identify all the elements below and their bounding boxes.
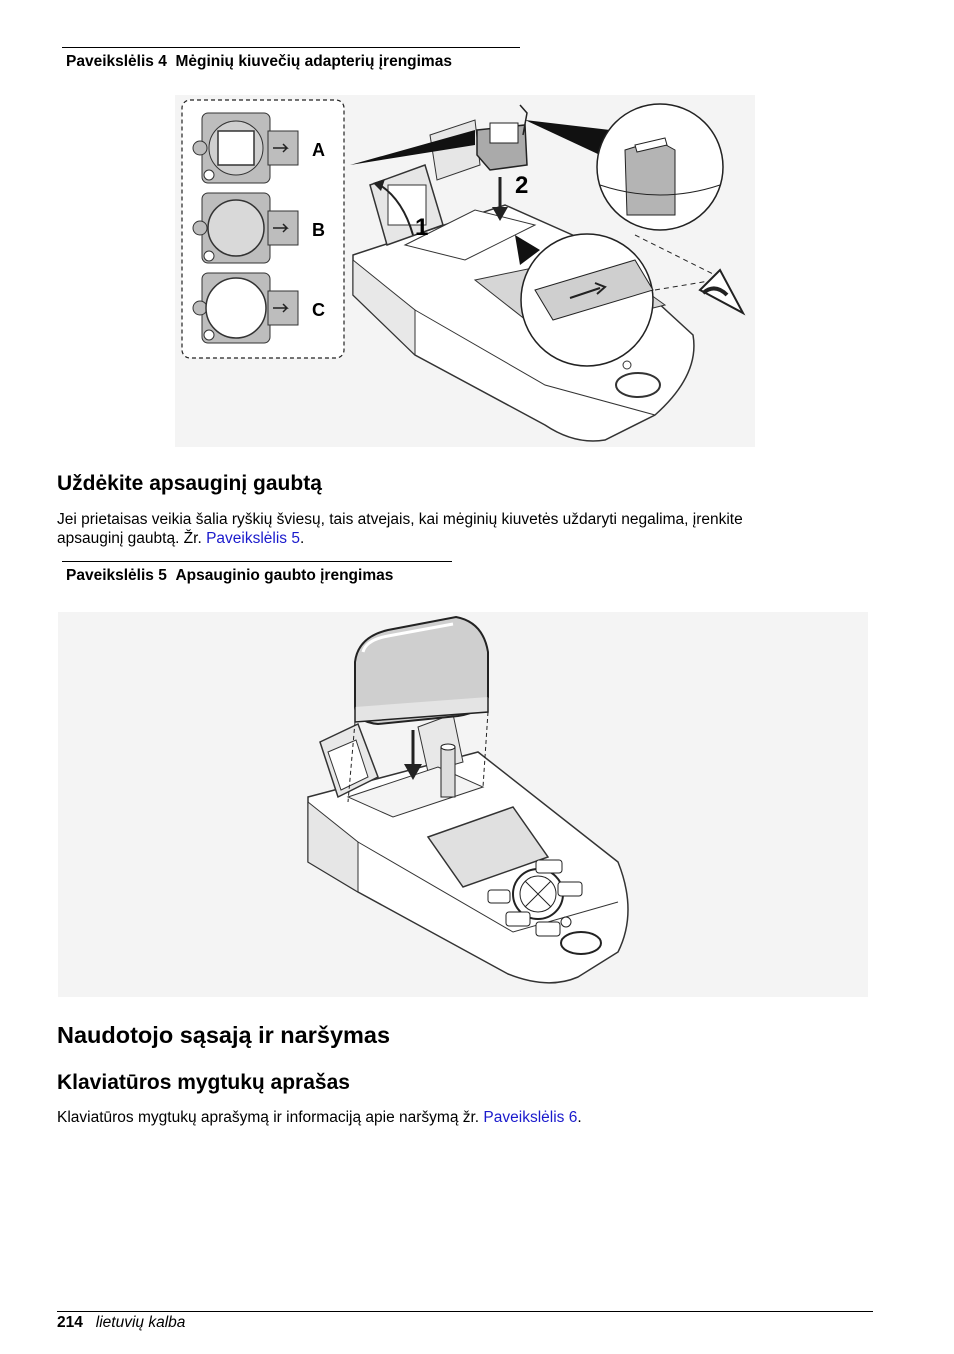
figure-6-link[interactable]: Paveikslėlis 6 <box>483 1109 578 1126</box>
label-c: C <box>312 300 325 320</box>
footer-language: lietuvių kalba <box>95 1314 186 1331</box>
figure-5-illustration <box>58 612 868 997</box>
spectrophotometer-icon <box>307 615 629 984</box>
page-footer: 214 lietuvių kalba <box>57 1314 185 1332</box>
figure-5-number: Paveikslėlis 5 <box>66 567 167 584</box>
figure-5-link[interactable]: Paveikslėlis 5 <box>206 530 300 547</box>
callout-2: 2 <box>515 172 528 199</box>
eye-icon <box>698 268 746 316</box>
figure-5-title: Apsauginio gaubto įrengimas <box>175 567 394 584</box>
section-paragraph-keypad: Klaviatūros mygtukų aprašymą ir informac… <box>57 1108 897 1127</box>
section-heading-protective-cover: Uždėkite apsauginį gaubtą <box>57 472 322 495</box>
keypad-paragraph-text: Klaviatūros mygtukų aprašymą ir informac… <box>57 1109 484 1126</box>
footer-rule <box>57 1311 873 1312</box>
paragraph-line-2-text: apsauginį gaubtą. Žr. <box>57 530 207 547</box>
keypad-paragraph-end: . <box>577 1109 582 1126</box>
label-b: B <box>312 220 325 240</box>
paragraph-line-1: Jei prietaisas veikia šalia ryškių švies… <box>57 511 743 528</box>
page-number: 214 <box>57 1314 83 1331</box>
adapter-b-icon <box>192 192 299 264</box>
callout-1: 1 <box>415 214 428 241</box>
section-paragraph-protective-cover: Jei prietaisas veikia šalia ryškių švies… <box>57 510 897 548</box>
figure-4-caption: Paveikslėlis 4 Mėginių kiuvečių adapteri… <box>66 53 452 71</box>
section-heading-keypad: Klaviatūros mygtukų aprašas <box>57 1071 350 1094</box>
adapter-c-icon <box>192 272 299 344</box>
paragraph-line-2: apsauginį gaubtą. Žr. Paveikslėlis 5. <box>57 529 897 548</box>
label-a: A <box>312 140 325 160</box>
figure-5-caption: Paveikslėlis 5 Apsauginio gaubto įrengim… <box>66 567 393 585</box>
adapter-a-icon <box>192 112 299 184</box>
caption-rule-top <box>62 47 520 48</box>
paragraph-line-2-end: . <box>299 530 305 547</box>
chapter-heading: Naudotojo sąsają ir naršymas <box>57 1022 391 1048</box>
caption-rule-top <box>62 561 452 562</box>
figure-4-illustration: A B C 2 1 <box>175 95 755 447</box>
figure-4-number: Paveikslėlis 4 <box>66 53 167 70</box>
figure-4-title: Mėginių kiuvečių adapterių įrengimas <box>175 53 452 70</box>
